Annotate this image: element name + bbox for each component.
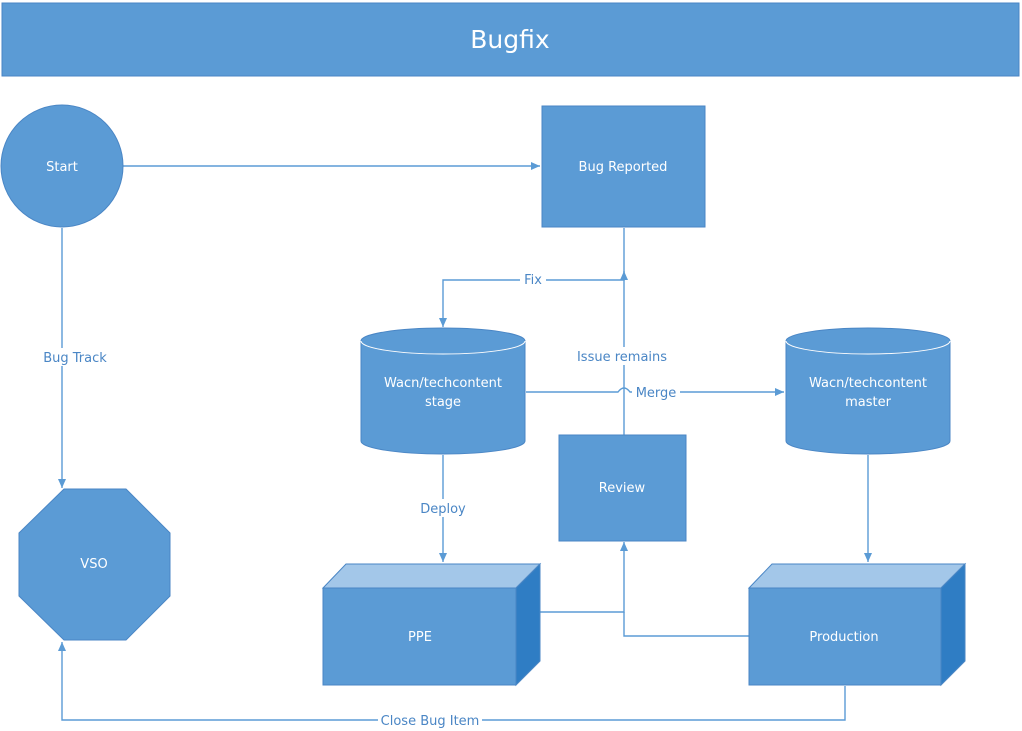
node-review: Review [558,434,687,542]
svg-text:Bug Track: Bug Track [43,351,107,366]
node-bug-reported-label: Bug Reported [579,160,668,175]
node-production-label: Production [809,630,878,645]
title-banner [1,2,1020,77]
edge-label-deploy: Deploy [416,499,470,517]
svg-text:Issue remains: Issue remains [577,350,667,365]
node-stage-db: Wacn/techcontent stage [360,327,526,455]
edge-label-bug-track: Bug Track [40,348,110,366]
node-master-db: Wacn/techcontent master [785,327,951,455]
svg-text:Close Bug Item: Close Bug Item [381,714,480,729]
edge-label-issue-remains: Issue remains [574,347,670,365]
edge-ppe-to-review [540,542,628,613]
node-vso: VSO [18,488,171,641]
svg-text:Deploy: Deploy [420,502,466,517]
edge-label-fix: Fix [520,271,546,289]
edge-stage-to-master [526,387,784,396]
node-review-label: Review [599,481,646,496]
node-start-label: Start [46,160,78,175]
node-ppe-label: PPE [408,630,432,645]
node-production: Production [747,562,967,687]
diagram-title: Bugfix [470,25,549,54]
node-master-label-2: master [845,395,891,410]
node-stage-label-2: stage [425,395,461,410]
node-master-label-1: Wacn/techcontent [809,376,927,391]
svg-text:Merge: Merge [636,386,677,401]
edge-production-to-review [623,612,749,637]
node-bug-reported: Bug Reported [541,105,706,228]
node-ppe: PPE [321,562,542,687]
svg-text:Fix: Fix [524,273,542,288]
edge-label-close-bug-item: Close Bug Item [378,711,482,729]
node-vso-label: VSO [80,557,107,572]
edge-label-merge: Merge [632,383,680,401]
node-stage-label-1: Wacn/techcontent [384,376,502,391]
node-start: Start [0,104,124,228]
